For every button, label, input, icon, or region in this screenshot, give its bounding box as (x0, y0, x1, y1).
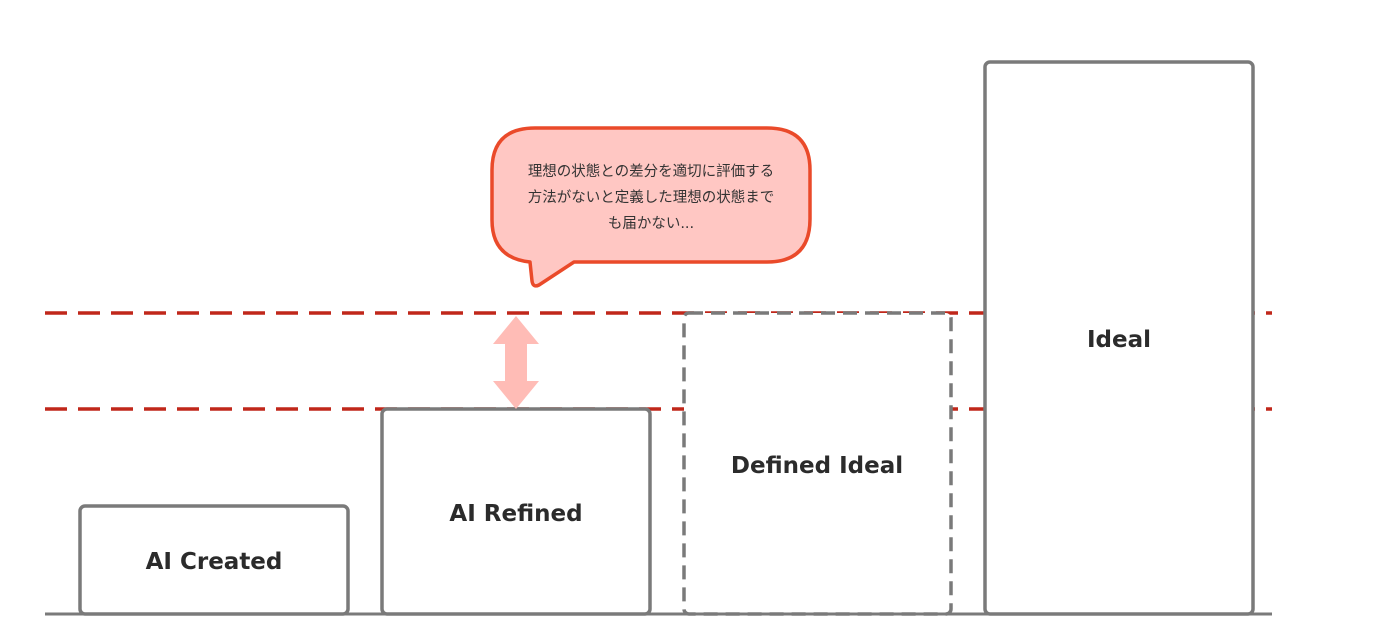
callout-line-3: も届かない... (608, 215, 694, 232)
bar-label-defined-ideal: Defined Ideal (731, 453, 903, 479)
callout-line-1: 理想の状態との差分を適切に評価する (528, 162, 774, 180)
gap-double-arrow-icon (493, 316, 539, 409)
bar-label-ai-created: AI Created (146, 549, 283, 575)
speech-bubble (490, 126, 812, 288)
callout-line-2: 方法がないと定義した理想の状態まで (528, 189, 775, 206)
bar-label-ideal: Ideal (1087, 327, 1151, 353)
bar-label-ai-refined: AI Refined (449, 501, 582, 527)
